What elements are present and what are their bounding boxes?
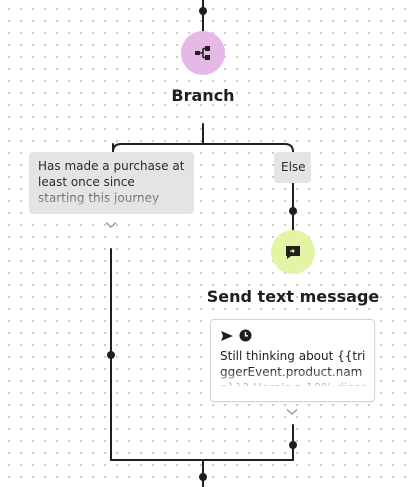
connector-branch-split <box>112 143 294 153</box>
send-arrow-icon <box>221 330 233 341</box>
message-meta-icons <box>220 329 252 342</box>
connector-dot <box>107 351 115 359</box>
branch-node-title[interactable]: Branch <box>171 86 235 105</box>
branch-condition-purchase[interactable]: Has made a purchase at least once since … <box>29 152 194 214</box>
sms-message-preview-card[interactable]: Still thinking about {{triggerEvent.prod… <box>210 319 375 402</box>
connector-dot <box>199 7 207 15</box>
condition-label: Else <box>281 160 306 174</box>
branch-condition-else[interactable]: Else <box>274 152 311 183</box>
connector-dot <box>199 473 207 481</box>
condition-label: Has made a purchase at least once since … <box>38 159 185 205</box>
branch-node-icon[interactable] <box>181 31 225 75</box>
sms-node-icon[interactable] <box>271 230 315 274</box>
connector-dot <box>289 441 297 449</box>
chevron-down-icon[interactable] <box>105 221 117 229</box>
connector-dot <box>289 207 297 215</box>
sms-node-title[interactable]: Send text message <box>206 287 380 306</box>
message-preview-text: Still thinking about {{triggerEvent.prod… <box>220 349 367 386</box>
message-bubble-icon <box>286 246 300 259</box>
clock-icon <box>239 329 252 342</box>
branch-split-icon <box>195 46 210 60</box>
chevron-down-icon[interactable] <box>286 408 298 416</box>
